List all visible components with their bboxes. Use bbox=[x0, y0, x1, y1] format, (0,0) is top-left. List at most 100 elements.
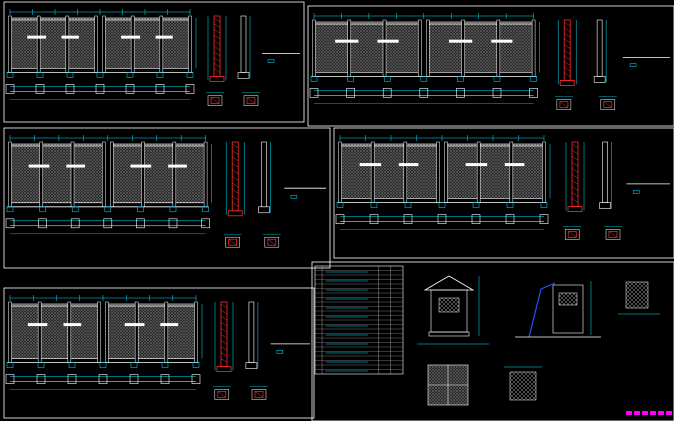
sheet-frame bbox=[3, 127, 331, 269]
connection-core bbox=[608, 231, 618, 238]
post-footing bbox=[593, 76, 606, 83]
plan-pier bbox=[403, 214, 413, 224]
fence-post bbox=[141, 141, 145, 208]
post-footing bbox=[258, 206, 270, 214]
pillar-hatch bbox=[232, 202, 239, 207]
gate-guard-rail bbox=[528, 282, 556, 338]
fence-panel bbox=[9, 17, 97, 69]
fence-post bbox=[194, 301, 198, 363]
pillar-hatch bbox=[213, 29, 221, 34]
footing bbox=[6, 362, 14, 368]
footing bbox=[36, 72, 44, 78]
pillar-hatch bbox=[564, 27, 571, 32]
panel-tag bbox=[398, 163, 419, 167]
pillar-hatch bbox=[571, 180, 579, 185]
panel-tag bbox=[66, 164, 86, 168]
connection-detail bbox=[556, 99, 572, 110]
detail-sheet-frame bbox=[311, 261, 674, 421]
plan-pier bbox=[5, 84, 15, 94]
plan-pier bbox=[5, 374, 15, 384]
footing bbox=[438, 202, 446, 208]
pillar-hatch bbox=[213, 34, 221, 40]
plan-pier bbox=[155, 84, 165, 94]
connection-detail bbox=[605, 229, 621, 240]
plan-pier bbox=[419, 88, 429, 98]
pillar-hatch bbox=[571, 161, 579, 167]
fence-post bbox=[172, 141, 177, 208]
pillar-hatch bbox=[232, 169, 239, 175]
connection-core bbox=[254, 391, 264, 398]
pillar-hatch bbox=[220, 352, 228, 357]
guardhouse-window bbox=[438, 297, 460, 313]
pillar-hatch bbox=[220, 315, 228, 321]
panel-tag bbox=[448, 39, 473, 43]
pillar-hatch bbox=[213, 40, 221, 45]
footing bbox=[104, 206, 112, 213]
pillar-hatch bbox=[232, 189, 239, 194]
plan-pier bbox=[185, 84, 195, 94]
fence-panel bbox=[103, 17, 191, 69]
fence-sheet-4 bbox=[333, 127, 674, 259]
post-footing bbox=[245, 362, 258, 369]
post-footing bbox=[237, 72, 250, 79]
fence-post bbox=[110, 141, 114, 208]
pillar-hatch bbox=[232, 143, 239, 149]
fence-post bbox=[418, 19, 422, 77]
plan-pier bbox=[191, 374, 201, 384]
panel-tag bbox=[359, 163, 382, 167]
fence-sheet-3 bbox=[3, 127, 331, 269]
connection-cross bbox=[254, 391, 264, 398]
fence-post bbox=[70, 141, 75, 208]
fence-sheet-2 bbox=[307, 5, 674, 127]
fence-panel bbox=[339, 143, 439, 199]
plan-pier bbox=[98, 374, 108, 384]
fence-post bbox=[476, 141, 481, 203]
footing bbox=[6, 206, 14, 213]
pillar-hatch bbox=[220, 321, 228, 327]
pillar-hatch bbox=[232, 195, 239, 201]
plan-detail-post bbox=[509, 371, 537, 401]
footing bbox=[530, 76, 537, 82]
pillar-hatch bbox=[232, 182, 239, 188]
connection-core bbox=[246, 97, 256, 104]
connection-cross bbox=[559, 101, 569, 108]
plan-pier bbox=[67, 374, 77, 384]
pillar-hatch bbox=[220, 303, 228, 309]
plan-pier bbox=[5, 218, 15, 229]
status-marker-segment bbox=[666, 411, 672, 415]
north-symbol bbox=[290, 194, 298, 199]
plan-pier bbox=[346, 88, 355, 98]
status-marker bbox=[626, 411, 672, 415]
pillar-hatch bbox=[564, 61, 571, 66]
panel-tag bbox=[160, 323, 179, 327]
pillar-hatch bbox=[213, 57, 221, 62]
panel-tag bbox=[61, 35, 79, 39]
pillar-hatch bbox=[213, 23, 221, 28]
fence-post bbox=[67, 301, 72, 363]
pillar-hatch bbox=[220, 358, 228, 363]
fence-post bbox=[203, 141, 208, 208]
fence-post bbox=[8, 15, 12, 73]
fence-post bbox=[461, 19, 465, 77]
fence-post bbox=[436, 141, 440, 203]
connection-cross bbox=[210, 97, 220, 104]
pillar-hatch bbox=[564, 55, 571, 61]
sheet-frame bbox=[3, 287, 315, 419]
connection-cross bbox=[267, 238, 276, 246]
pillar-hatch bbox=[220, 309, 228, 315]
pillar-footing bbox=[209, 76, 225, 82]
pillar-hatch bbox=[220, 340, 228, 345]
fence-post bbox=[444, 141, 448, 203]
panel-tag bbox=[63, 323, 82, 327]
pillar-hatch bbox=[564, 49, 571, 55]
pillar-footing bbox=[227, 210, 243, 217]
fence-post bbox=[531, 19, 536, 77]
plan-pier bbox=[35, 84, 45, 94]
panel-tag bbox=[28, 164, 50, 168]
fence-post bbox=[338, 141, 342, 203]
connection-core bbox=[559, 101, 569, 108]
footing bbox=[370, 202, 378, 208]
pillar-hatch bbox=[571, 155, 579, 161]
pillar-hatch bbox=[213, 17, 221, 23]
